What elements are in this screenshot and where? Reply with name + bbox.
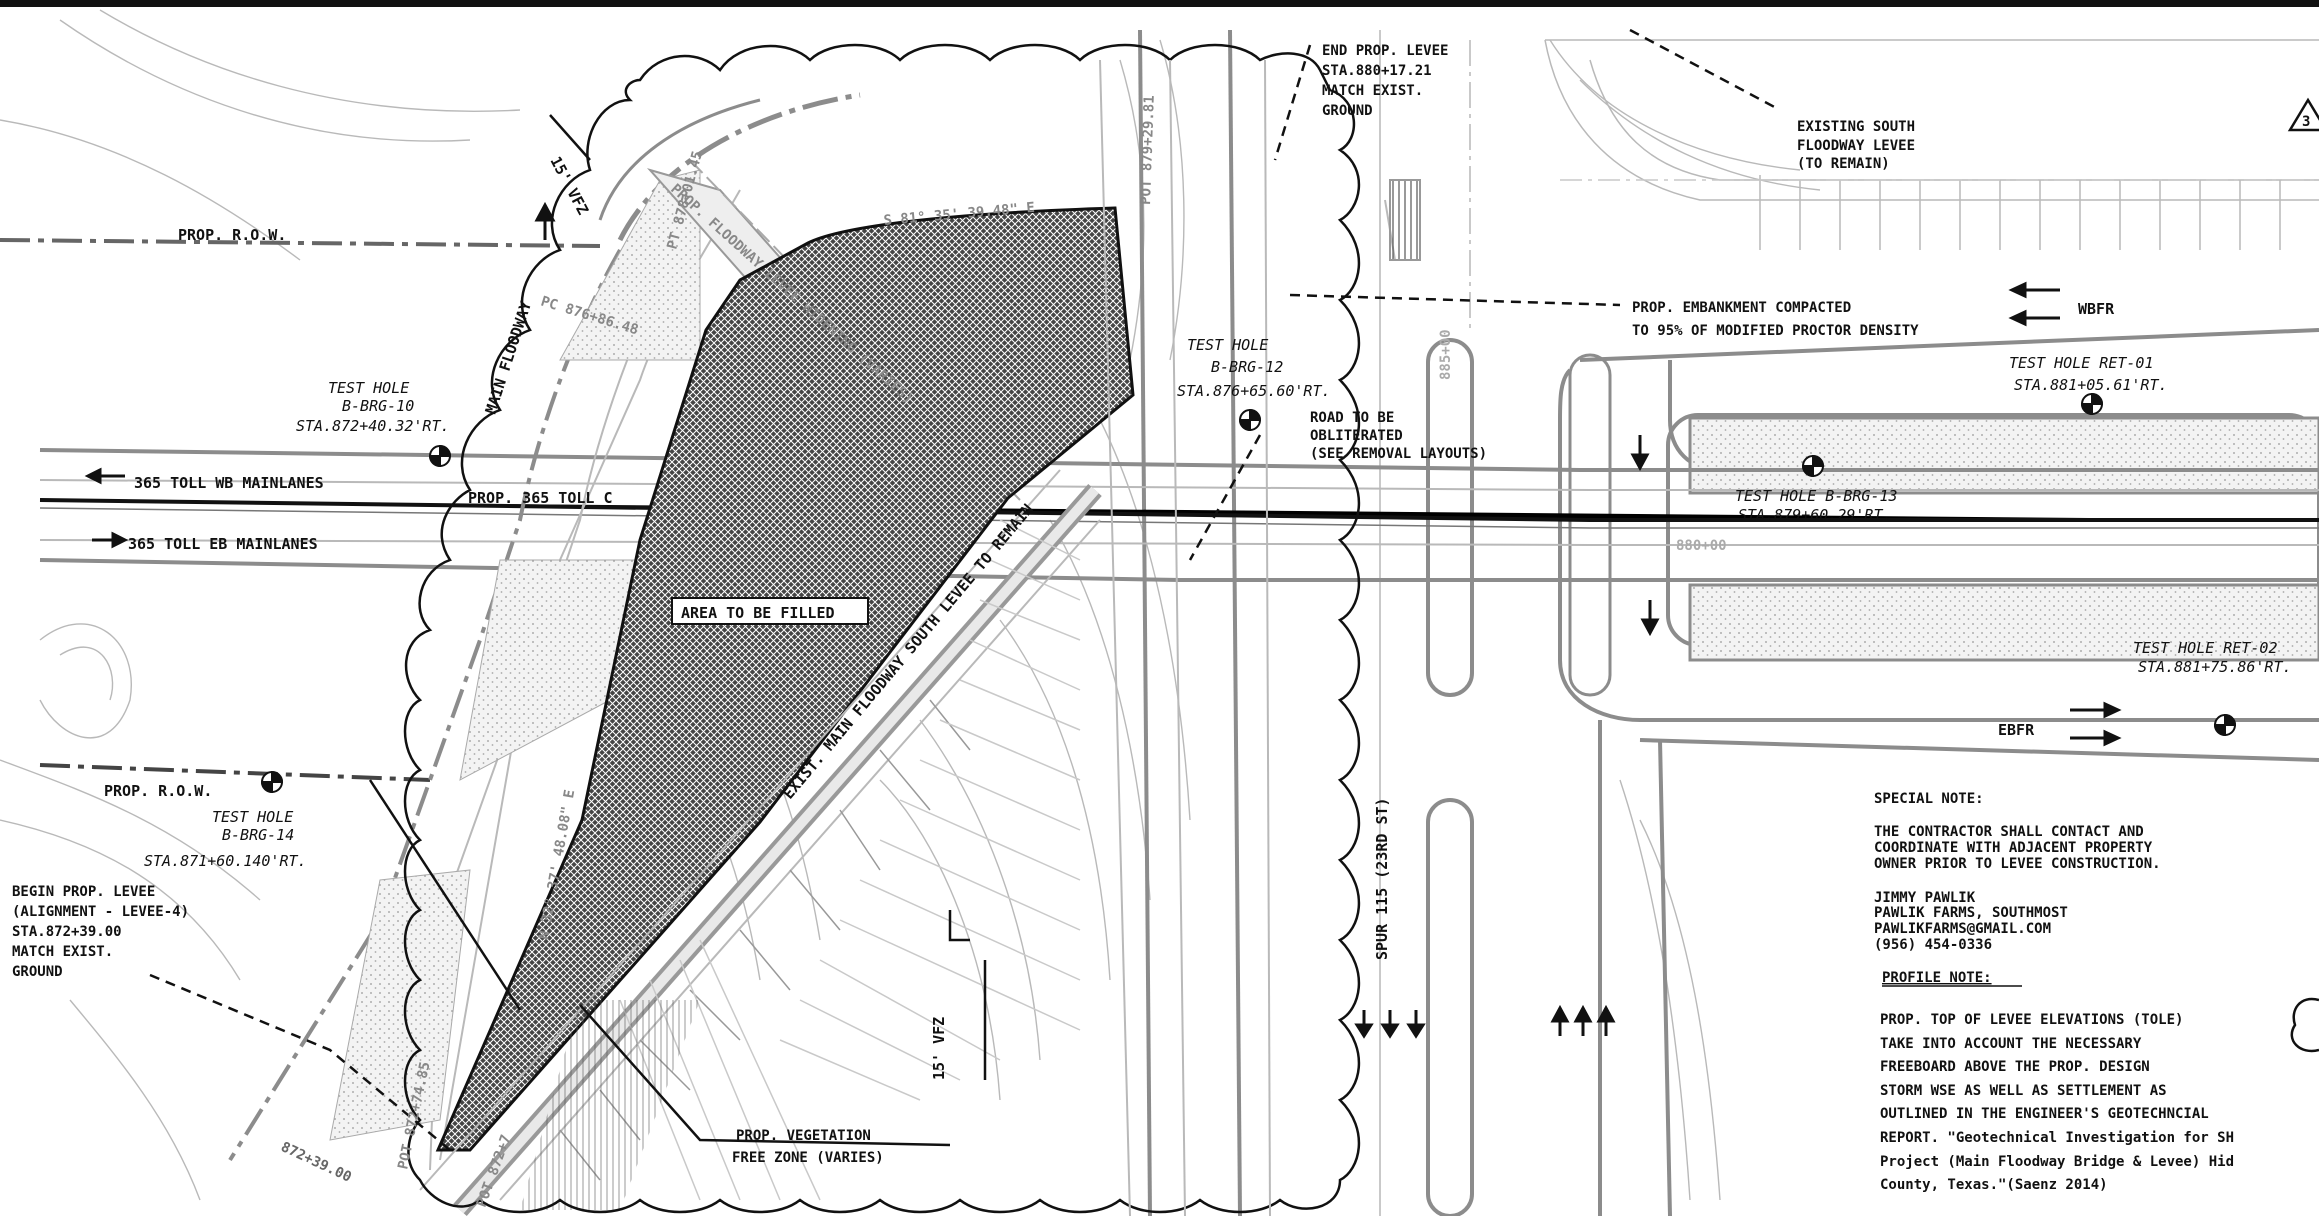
test-hole-brg12-line-2: B-BRG-12	[1211, 358, 1283, 376]
begin-levee-line-1: BEGIN PROP. LEVEE	[12, 884, 155, 900]
station-885-label: 885+00	[1438, 329, 1454, 380]
lower-levee-hatch	[520, 1000, 700, 1210]
eb-mainlanes-label: 365 TOLL EB MAINLANES	[128, 535, 318, 553]
road-obliterated-line-2: OBLITERATED	[1310, 428, 1403, 444]
spur-label: SPUR 115 (23RD ST)	[1373, 797, 1391, 960]
profile-note-line-5: OUTLINED IN THE ENGINEER'S GEOTECHNCIAL	[1880, 1106, 2209, 1122]
prop-365-label: PROP. 365 TOLL C	[468, 489, 613, 507]
end-levee-line-1: END PROP. LEVEE	[1322, 43, 1448, 59]
profile-note-line-6: REPORT. "Geotechnical Investigation for …	[1880, 1130, 2234, 1146]
road-obliterated-line-3: (SEE REMOVAL LAYOUTS)	[1310, 446, 1487, 462]
test-hole-icon	[2213, 713, 2237, 737]
levee-alignment	[228, 92, 861, 1171]
test-hole-ret01-line-2: STA.881+05.61'RT.	[2014, 376, 2168, 394]
existing-levee-line-1: EXISTING SOUTH	[1797, 119, 1915, 135]
revision-cloud	[403, 43, 1361, 1214]
road-obliterated-line-1: ROAD TO BE	[1310, 410, 1394, 426]
end-levee-line-4: GROUND	[1322, 103, 1373, 119]
test-hole-ret02-line-2: STA.881+75.86'RT.	[2138, 658, 2292, 676]
contour-lines	[0, 9, 1821, 1201]
prop-row-left-label: PROP. R.O.W.	[104, 782, 212, 800]
test-hole-symbols	[260, 392, 2237, 794]
contact-line-2: PAWLIK FARMS, SOUTHMOST	[1874, 905, 2068, 921]
prop-vegetation-line-1: PROP. VEGETATION	[736, 1128, 871, 1144]
test-hole-icon	[1801, 454, 1825, 478]
test-hole-icon	[1238, 408, 1262, 432]
test-hole-brg12-line-1: TEST HOLE	[1187, 336, 1268, 354]
special-note-line-1: THE CONTRACTOR SHALL CONTACT AND	[1874, 824, 2144, 840]
right-of-way-lines	[0, 238, 601, 782]
contact-line-3: PAWLIKFARMS@GMAIL.COM	[1874, 921, 2051, 937]
begin-levee-line-2: (ALIGNMENT - LEVEE-4)	[12, 904, 189, 920]
test-hole-brg13-line-1: TEST HOLE B-BRG-13	[1735, 487, 1898, 505]
test-hole-icon	[260, 770, 284, 794]
notes-block: SPECIAL NOTE: THE CONTRACTOR SHALL CONTA…	[1874, 791, 2234, 1193]
revision-marker-icon: 3	[2287, 97, 2319, 132]
corridor-details	[1099, 59, 1421, 1217]
end-levee-line-2: STA.880+17.21	[1322, 63, 1432, 79]
begin-levee-line-4: MATCH EXIST.	[12, 944, 113, 960]
test-hole-icon	[2080, 392, 2104, 416]
test-hole-icon	[428, 444, 452, 468]
test-hole-ret02-line-1: TEST HOLE RET-02	[2133, 639, 2278, 657]
wb-mainlanes-label: 365 TOLL WB MAINLANES	[134, 474, 324, 492]
existing-levee-line-3: (TO REMAIN)	[1797, 156, 1890, 172]
test-hole-brg10-line-1: TEST HOLE	[328, 379, 409, 397]
existing-levee-leader	[1629, 28, 1781, 112]
station-880-label: 880+00	[1676, 538, 1727, 554]
mainlane-lines	[39, 448, 2319, 582]
existing-levee-area	[1544, 39, 2319, 250]
end-levee-line-3: MATCH EXIST.	[1322, 83, 1423, 99]
contact-line-1: JIMMY PAWLIK	[1874, 890, 1976, 906]
station-872-39-label: 872+39.00	[278, 1139, 354, 1186]
vfz-bottom-label: 15' VFZ	[930, 1017, 948, 1080]
embankment-line-2: TO 95% OF MODIFIED PROCTOR DENSITY	[1632, 323, 1919, 339]
begin-levee-line-5: GROUND	[12, 964, 63, 980]
special-note-line-3: OWNER PRIOR TO LEVEE CONSTRUCTION.	[1874, 856, 2161, 872]
area-label-box	[671, 597, 869, 625]
test-hole-brg10-line-3: STA.872+40.32'RT.	[296, 417, 450, 435]
direction-arrows	[84, 201, 2122, 1039]
ebfr-label: EBFR	[1998, 721, 2035, 739]
prop-vegetation-line-2: FREE ZONE (VARIES)	[732, 1150, 884, 1166]
profile-note-line-3: FREEBOARD ABOVE THE PROP. DESIGN	[1880, 1059, 2150, 1075]
main-floodway-label: MAIN FLOODWAY	[482, 299, 535, 416]
profile-note-line-7: Project (Main Floodway Bridge & Levee) H…	[1880, 1154, 2234, 1170]
test-hole-brg10-line-2: B-BRG-10	[342, 397, 414, 415]
profile-note-heading: PROFILE NOTE:	[1882, 970, 1992, 986]
wbfr-label: WBFR	[2078, 300, 2115, 318]
pot-879-label: POT 879+29.81	[1138, 95, 1158, 205]
contact-line-4: (956) 454-0336	[1874, 937, 1992, 953]
special-note-heading: SPECIAL NOTE:	[1874, 791, 1984, 807]
profile-note-line-2: TAKE INTO ACCOUNT THE NECESSARY	[1880, 1036, 2142, 1052]
embankment-line-1: PROP. EMBANKMENT COMPACTED	[1632, 300, 1851, 316]
special-note-line-2: COORDINATE WITH ADJACENT PROPERTY	[1874, 840, 2153, 856]
test-hole-brg14-line-1: TEST HOLE	[212, 808, 293, 826]
sheet-top-border	[0, 0, 2319, 7]
prop-row-top-label: PROP. R.O.W.	[178, 226, 286, 244]
begin-levee-line-3: STA.872+39.00	[12, 924, 122, 940]
profile-note-line-4: STORM WSE AS WELL AS SETTLEMENT AS	[1880, 1083, 2167, 1099]
area-to-be-filled-label: AREA TO BE FILLED	[681, 604, 835, 622]
test-hole-brg13-line-2: STA.879+60.29'RT.	[1738, 506, 1892, 524]
pot-872-bottom-label: POT 872+7	[474, 1133, 515, 1210]
profile-note-line-1: PROP. TOP OF LEVEE ELEVATIONS (TOLE)	[1880, 1012, 2183, 1028]
area-to-be-filled	[435, 206, 1135, 1152]
test-hole-brg14-line-3: STA.871+60.140'RT.	[144, 852, 307, 870]
test-hole-brg12-line-3: STA.876+65.60'RT.	[1177, 382, 1331, 400]
frontage-road-islands	[1558, 328, 2319, 762]
revision-cloud-fragment	[2290, 997, 2319, 1053]
test-hole-ret01-line-1: TEST HOLE RET-01	[2009, 354, 2154, 372]
test-hole-brg14-line-2: B-BRG-14	[222, 826, 294, 844]
profile-note-line-8: County, Texas."(Saenz 2014)	[1880, 1177, 2108, 1193]
revision-marker-number: 3	[2302, 114, 2310, 130]
existing-levee-line-2: FLOODWAY LEVEE	[1797, 138, 1915, 154]
